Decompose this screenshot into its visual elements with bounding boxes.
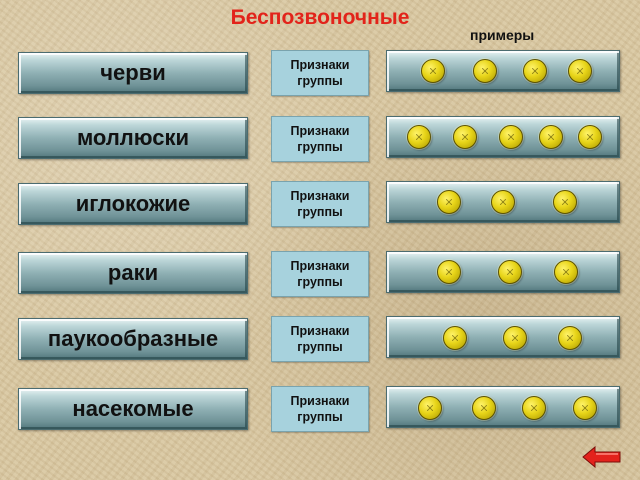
example-button[interactable] [473,59,497,83]
group-label: паукообразные [47,326,219,351]
signs-button-label: Признаки группы [290,189,350,219]
examples-bar-crayfish [386,251,620,293]
signs-button-arachnids[interactable]: Признаки группы [271,316,369,362]
group-button-echinoderms[interactable]: иглокожие [18,183,248,225]
group-label: насекомые [72,396,194,421]
example-button[interactable] [491,190,515,214]
signs-button-label: Признаки группы [290,259,350,289]
example-button[interactable] [499,125,523,149]
examples-header: примеры [470,27,535,43]
group-button-molluscs[interactable]: моллюски [18,117,248,159]
example-button[interactable] [437,190,461,214]
example-button[interactable] [573,396,597,420]
example-button[interactable] [523,59,547,83]
examples-bar-echinoderms [386,181,620,223]
example-button[interactable] [453,125,477,149]
signs-button-label: Признаки группы [290,394,350,424]
group-button-crayfish[interactable]: раки [18,252,248,294]
examples-bar-molluscs [386,116,620,158]
group-label: раки [107,260,159,285]
signs-button-label: Признаки группы [290,58,350,88]
example-button[interactable] [418,396,442,420]
examples-bar-arachnids [386,316,620,358]
group-label: иглокожие [75,191,191,216]
example-button[interactable] [472,396,496,420]
example-button[interactable] [539,125,563,149]
page-title: Беспозвоночные [230,6,410,29]
example-button[interactable] [558,326,582,350]
example-button[interactable] [437,260,461,284]
group-button-worms[interactable]: черви [18,52,248,94]
examples-bar-insects [386,386,620,428]
example-button[interactable] [578,125,602,149]
signs-button-echinoderms[interactable]: Признаки группы [271,181,369,227]
example-button[interactable] [522,396,546,420]
group-button-insects[interactable]: насекомые [18,388,248,430]
example-button[interactable] [443,326,467,350]
group-label: моллюски [76,125,190,150]
back-arrow-icon [582,445,621,469]
example-button[interactable] [554,260,578,284]
signs-button-crayfish[interactable]: Признаки группы [271,251,369,297]
signs-button-label: Признаки группы [290,124,350,154]
group-button-arachnids[interactable]: паукообразные [18,318,248,360]
example-button[interactable] [407,125,431,149]
examples-bar-worms [386,50,620,92]
example-button[interactable] [421,59,445,83]
example-button[interactable] [498,260,522,284]
example-button[interactable] [568,59,592,83]
example-button[interactable] [503,326,527,350]
signs-button-insects[interactable]: Признаки группы [271,386,369,432]
group-label: черви [100,60,166,85]
signs-button-label: Признаки группы [290,324,350,354]
back-button[interactable] [582,445,622,469]
signs-button-molluscs[interactable]: Признаки группы [271,116,369,162]
signs-button-worms[interactable]: Признаки группы [271,50,369,96]
example-button[interactable] [553,190,577,214]
